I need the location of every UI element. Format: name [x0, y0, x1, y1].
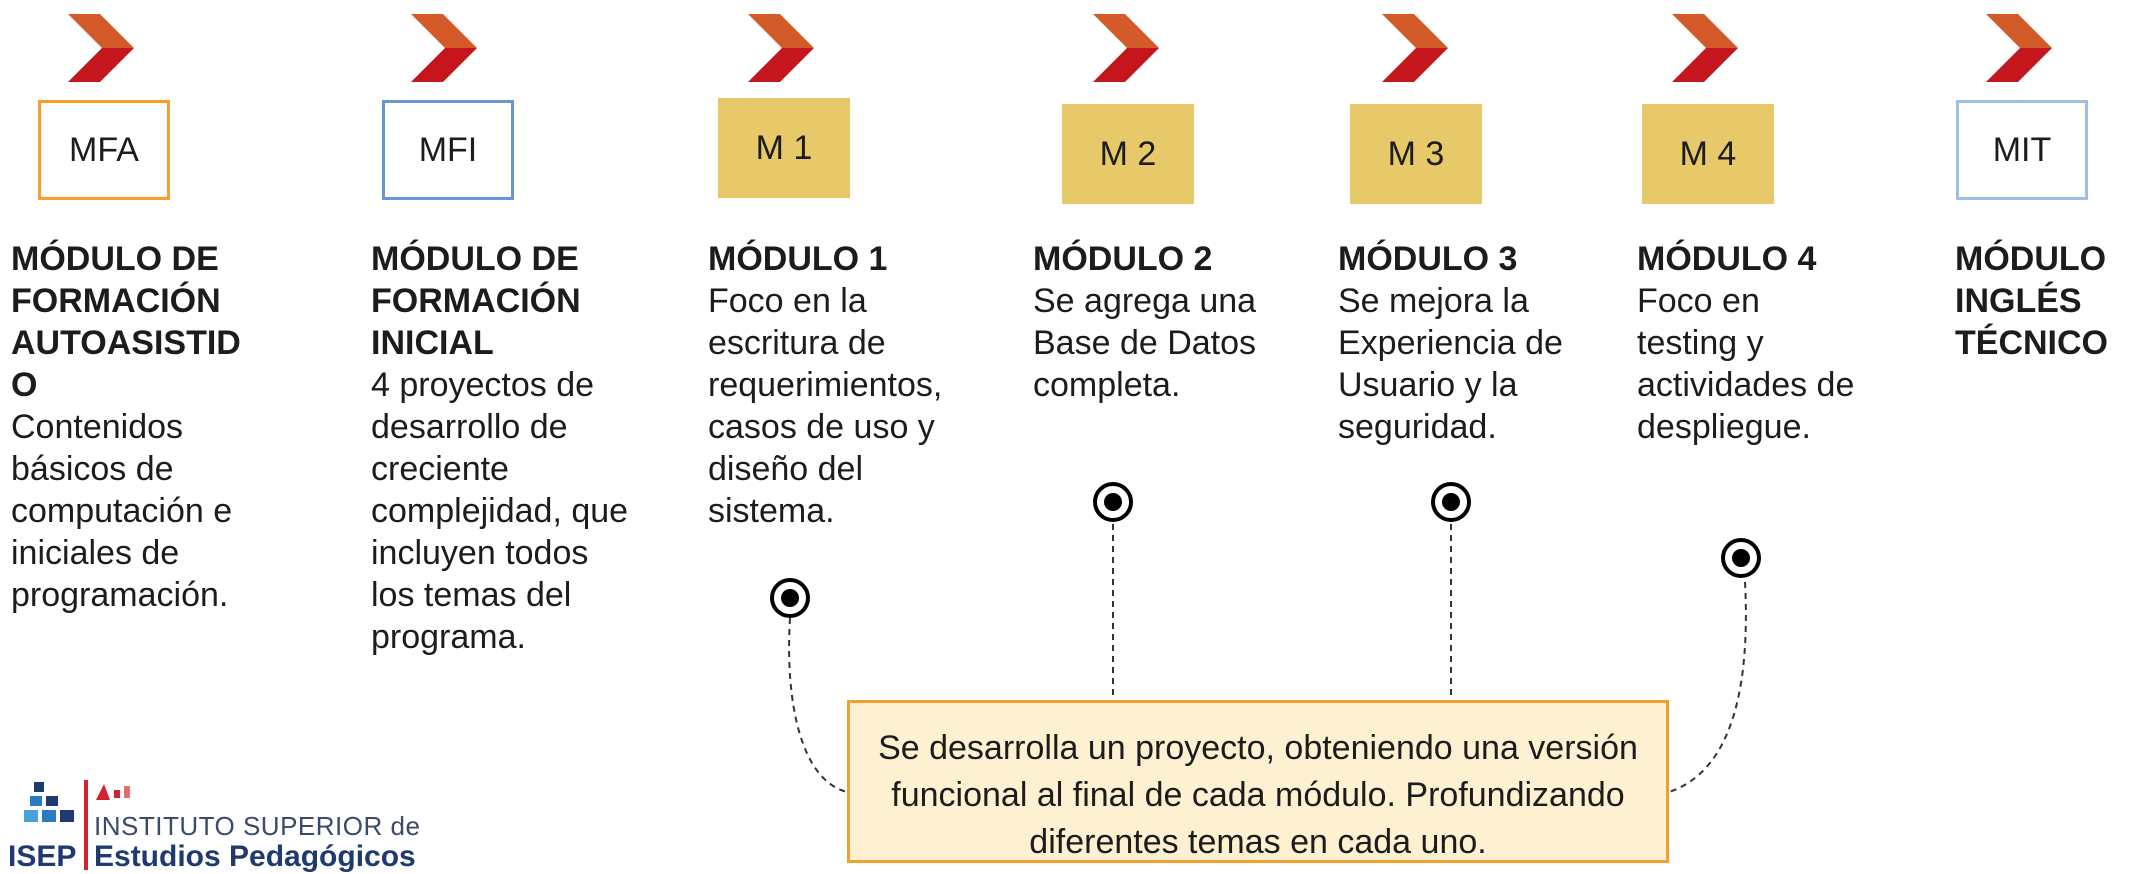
module-description: Se mejora la Experiencia de Usuario y la… [1338, 282, 1563, 446]
module-description: Contenidos básicos de computación e inic… [11, 408, 233, 614]
bullet-icon [1721, 538, 1761, 578]
module-text: MÓDULO 2 Se agrega una Base de Datos com… [1033, 238, 1263, 406]
logo-abbreviation: ISEP [8, 840, 77, 873]
module-code-box: MFI [382, 100, 514, 200]
connector-m1 [788, 617, 848, 793]
module-code-box: M 1 [718, 98, 850, 198]
module-text: MÓDULO 3 Se mejora la Experiencia de Usu… [1338, 238, 1578, 448]
module-code-box: MFA [38, 100, 170, 200]
chevron-icon [1986, 14, 2052, 82]
module-code-box: M 2 [1062, 104, 1194, 204]
chevron-icon [748, 14, 814, 82]
module-title: MÓDULO INGLÉS TÉCNICO [1955, 240, 2108, 362]
chevron-icon [1382, 14, 1448, 82]
chevron-icon [68, 14, 134, 82]
module-description: 4 proyectos de desarrollo de creciente c… [371, 366, 629, 656]
project-note-box: Se desarrolla un proyecto, obteniendo un… [847, 700, 1669, 863]
module-text: MÓDULO DE FORMACIÓN INICIAL 4 proyectos … [371, 238, 631, 658]
bullet-icon [1093, 482, 1133, 522]
connector-m4 [1668, 581, 1747, 793]
logo-divider [84, 780, 88, 870]
logo-line-1: INSTITUTO SUPERIOR de [94, 811, 421, 841]
chevron-icon [411, 14, 477, 82]
module-text: MÓDULO INGLÉS TÉCNICO [1955, 238, 2130, 364]
module-title: MÓDULO 2 [1033, 240, 1213, 278]
module-description: Se agrega una Base de Datos completa. [1033, 282, 1257, 404]
module-text: MÓDULO 4 Foco en testing y actividades d… [1637, 238, 1857, 448]
module-code-box: M 4 [1642, 104, 1774, 204]
module-text: MÓDULO DE FORMACIÓN AUTOASISTID O Conten… [11, 238, 273, 616]
isep-logo: ISEP INSTITUTO SUPERIOR de Estudios Peda… [8, 778, 448, 873]
logo-accent-icon [96, 784, 130, 800]
logo-line-2: Estudios Pedagógicos [94, 840, 416, 873]
module-title: MÓDULO DE FORMACIÓN INICIAL [371, 240, 581, 362]
module-title: MÓDULO DE FORMACIÓN AUTOASISTID O [11, 240, 241, 404]
module-code-box: M 3 [1350, 104, 1482, 204]
chevron-icon [1093, 14, 1159, 82]
bullet-icon [770, 578, 810, 618]
module-title: MÓDULO 3 [1338, 240, 1518, 278]
module-text: MÓDULO 1 Foco en la escritura de requeri… [708, 238, 998, 532]
module-title: MÓDULO 4 [1637, 240, 1817, 278]
module-description: Foco en la escritura de requerimientos, … [708, 282, 943, 530]
chevron-icon [1672, 14, 1738, 82]
module-title: MÓDULO 1 [708, 240, 888, 278]
module-description: Foco en testing y actividades de desplie… [1637, 282, 1855, 446]
isep-logo-mark [24, 782, 74, 822]
module-code-box: MIT [1956, 100, 2088, 200]
bullet-icon [1431, 482, 1471, 522]
